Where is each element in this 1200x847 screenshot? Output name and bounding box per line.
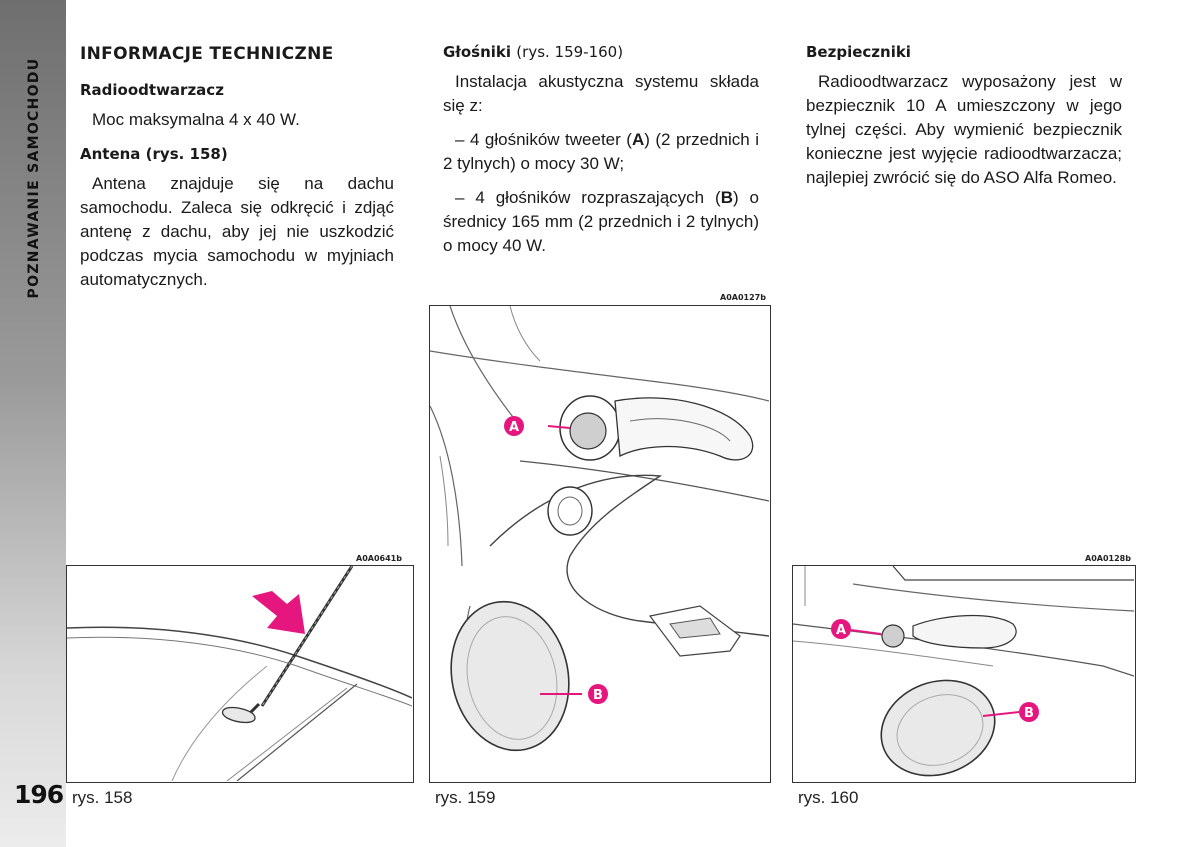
- label-a-marker: A: [504, 416, 524, 436]
- item-text: ) (2 przednich i 2 tylnych) o mocy 30 W;: [443, 130, 759, 173]
- label-a: A: [836, 623, 846, 638]
- item-letter: A: [631, 130, 645, 149]
- speakers-intro: Instalacja akustyczna systemu składa się…: [443, 72, 759, 115]
- speakers-item-woofer: – 4 głośników rozpraszających (B) o śred…: [443, 186, 759, 258]
- figure-caption: rys. 160: [798, 788, 859, 807]
- antenna-illustration: [67, 566, 412, 781]
- figure-antenna: [66, 565, 414, 783]
- column-technical-info: INFORMACJE TECHNICZNE Radioodtwarzacz Mo…: [80, 40, 394, 302]
- speakers-heading-title: Głośniki: [443, 43, 512, 61]
- page-number: 196: [14, 780, 64, 809]
- figure-code: A0A0127b: [720, 293, 766, 302]
- label-b-marker: B: [588, 684, 608, 704]
- section-title: POZNAWANIE SAMOCHODU: [26, 57, 42, 299]
- figure-caption: rys. 158: [72, 788, 133, 807]
- antenna-heading: Antena (rys. 158): [80, 142, 394, 166]
- item-text: – 4 głośników tweeter (: [455, 130, 632, 149]
- label-b: B: [1024, 706, 1034, 721]
- figure-caption: rys. 159: [435, 788, 496, 807]
- column-speakers: Głośniki (rys. 159-160) Instalacja akust…: [443, 40, 759, 268]
- speakers-heading-ref: (rys. 159-160): [516, 43, 624, 61]
- antenna-heading-title: Antena: [80, 145, 141, 163]
- figure-code: A0A0128b: [1085, 554, 1131, 563]
- figure-door-speakers: A B: [429, 305, 771, 783]
- speakers-item-tweeter: – 4 głośników tweeter (A) (2 przednich i…: [443, 128, 759, 176]
- rear-panel-illustration: A B: [793, 566, 1134, 777]
- radio-heading: Radioodtwarzacz: [80, 81, 224, 99]
- label-a-marker: A: [831, 619, 851, 639]
- arrow-icon: [252, 591, 305, 634]
- sidebar: POZNAWANIE SAMOCHODU: [0, 0, 66, 847]
- fuses-heading: Bezpieczniki: [806, 43, 911, 61]
- label-b: B: [593, 688, 603, 703]
- item-letter: B: [720, 188, 733, 207]
- fuses-text: Radioodtwarzacz wyposażony jest w bezpie…: [806, 72, 1122, 187]
- label-b-marker: B: [1019, 702, 1039, 722]
- item-text: ) o średnicy 165 mm (2 przednich i 2 tyl…: [443, 188, 759, 255]
- column-fuses: Bezpieczniki Radioodtwarzacz wyposażony …: [806, 40, 1122, 200]
- door-illustration: A B: [430, 306, 769, 752]
- speakers-heading: Głośniki (rys. 159-160): [443, 40, 759, 64]
- figure-code: A0A0641b: [356, 554, 402, 563]
- radio-text: Moc maksymalna 4 x 40 W.: [92, 110, 300, 129]
- section-heading: INFORMACJE TECHNICZNE: [80, 44, 334, 64]
- item-text: – 4 głośników rozpraszających (: [455, 188, 721, 207]
- antenna-heading-ref: (rys. 158): [145, 145, 228, 163]
- antenna-text: Antena znajduje się na dachu samochodu. …: [80, 174, 394, 289]
- figure-rear-speakers: A B: [792, 565, 1136, 783]
- label-a: A: [509, 420, 519, 435]
